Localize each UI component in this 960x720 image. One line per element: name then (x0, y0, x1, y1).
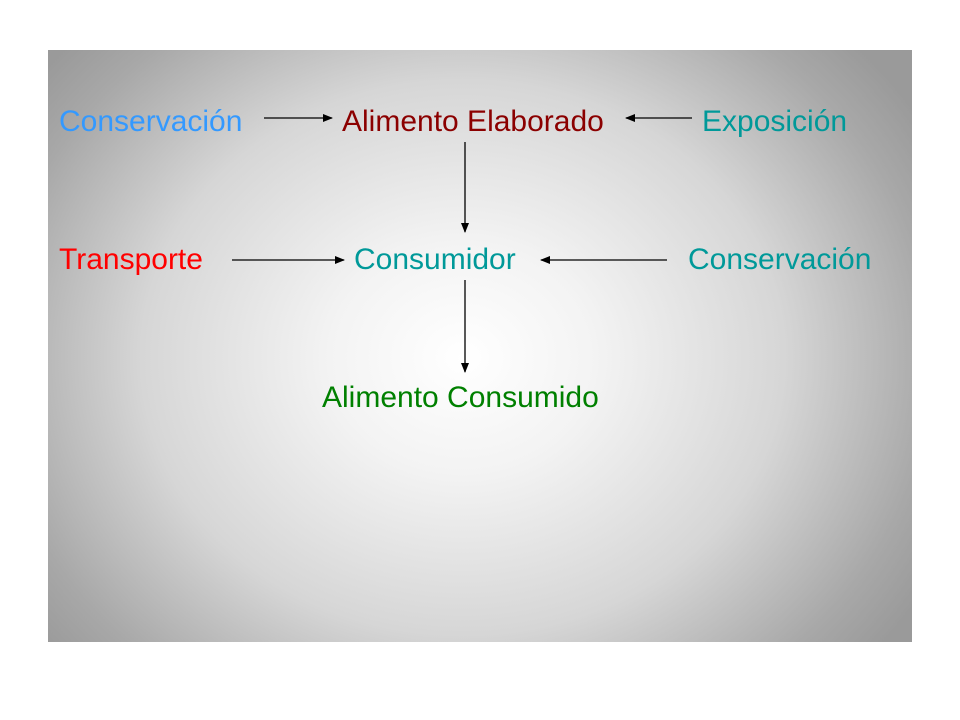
node-conservacion-top: Conservación (59, 105, 243, 138)
node-consumidor: Consumidor (354, 243, 516, 276)
node-alimento-consumido: Alimento Consumido (322, 381, 599, 414)
node-alimento-elaborado: Alimento Elaborado (342, 105, 604, 138)
node-exposicion: Exposición (702, 105, 848, 138)
arrows-layer (232, 114, 692, 373)
diagram-canvas: Conservación Alimento Elaborado Exposici… (48, 50, 912, 642)
node-conservacion-right: Conservación (688, 243, 872, 276)
node-transporte: Transporte (59, 243, 203, 276)
